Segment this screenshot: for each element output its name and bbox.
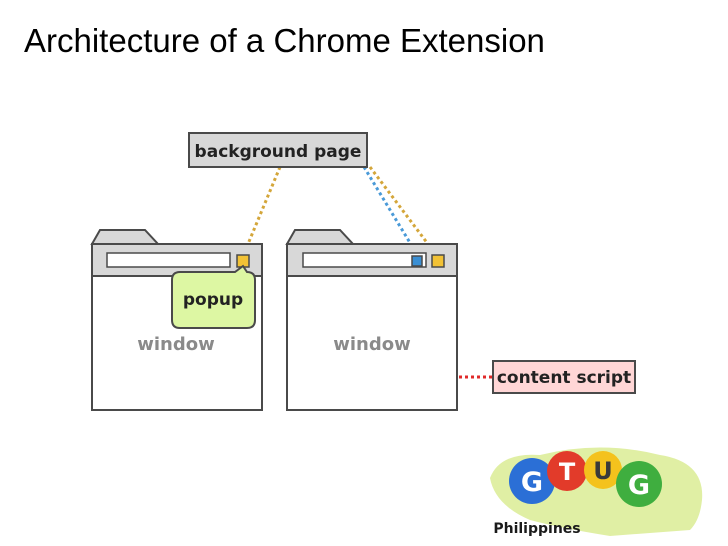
window-right: window [285,229,458,411]
window-right-label: window [333,334,411,355]
logo-letter-g1: G [521,467,543,498]
content-script-label: content script [497,368,631,388]
background-page-label: background page [195,142,362,162]
window-right-address-bar [302,252,427,268]
connector-background-to-page-action [362,166,420,257]
logo-letter-g2: G [628,470,650,501]
window-right-body [286,275,458,411]
logo-ball-g2 [616,461,662,507]
logo-ball-g1 [509,458,555,504]
connector-background-to-popup [241,166,282,257]
content-script-box [492,360,636,394]
connector-background-to-browser-action [368,166,439,257]
logo-ball-t [547,451,587,491]
browser-action-icon-right [431,254,445,268]
logo-letter-t: T [559,458,576,486]
window-right-tab [285,229,356,245]
popup-bubble: popup [171,264,256,329]
popup-shape [171,264,256,329]
logo-letter-u: U [593,457,613,485]
background-page-box [188,132,368,168]
logo-ball-u [584,451,622,489]
logo-caption: Philippines [493,521,580,537]
window-left-address-bar [106,252,231,268]
popup-label: popup [183,290,243,310]
gtug-logo: G T U G Philippines [490,447,703,537]
slide-title: Architecture of a Chrome Extension [24,22,545,59]
window-left-tab [90,229,161,245]
page-action-icon [411,255,423,267]
window-left-label: window [137,334,215,355]
